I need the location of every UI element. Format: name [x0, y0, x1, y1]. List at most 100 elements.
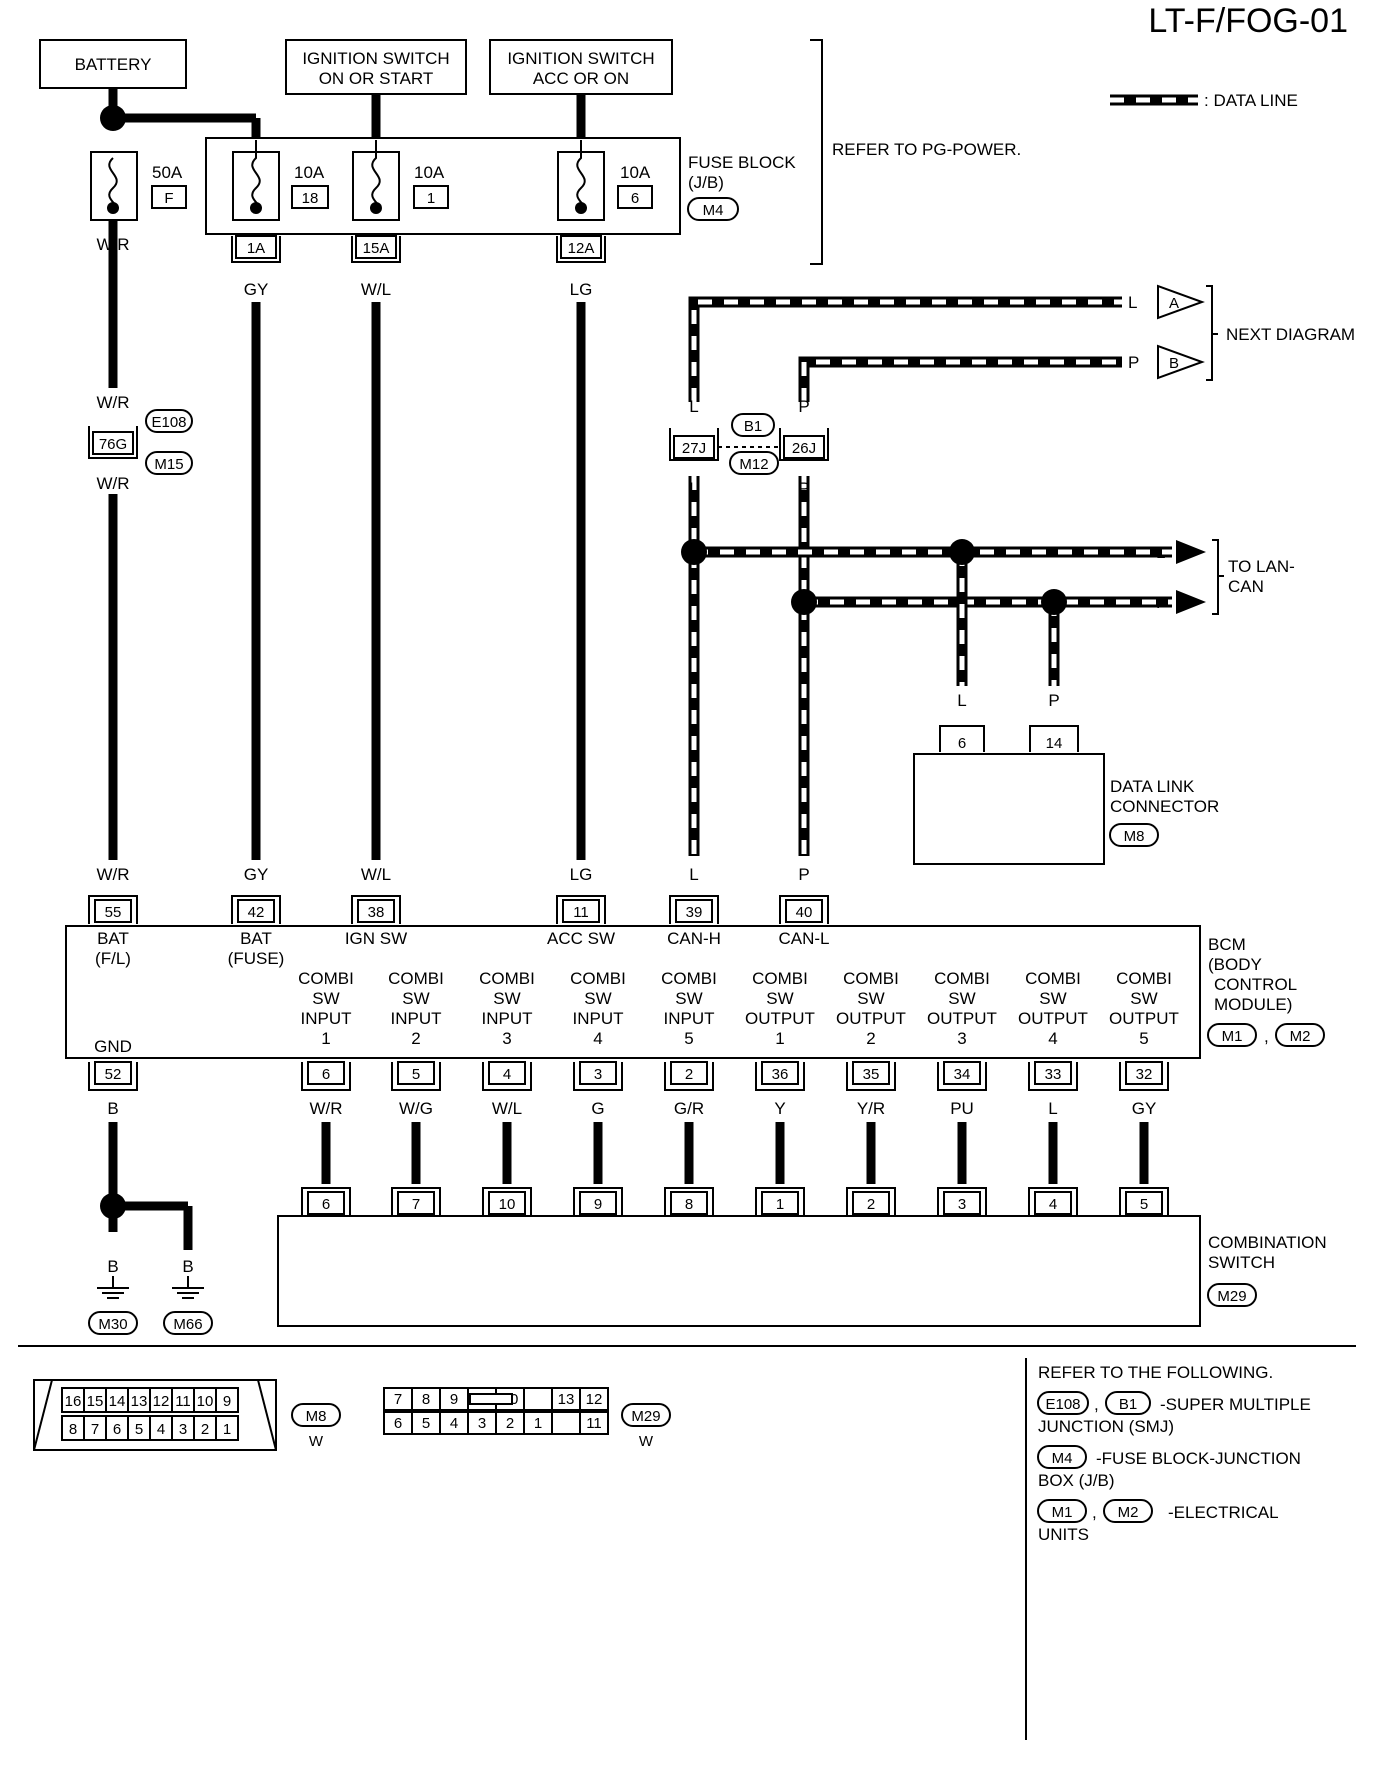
wire-color: B: [182, 1257, 193, 1276]
next-diagram-label: NEXT DIAGRAM: [1226, 325, 1355, 344]
bcm-pin-name: 4: [593, 1029, 602, 1048]
ignition-switch-on-start-box: IGNITION SWITCH ON OR START: [285, 39, 467, 95]
bcm-pin-name: 3: [502, 1029, 511, 1048]
wire-color: PU: [950, 1099, 974, 1118]
ref-separator: ,: [1094, 1395, 1099, 1414]
terminal-box: [488, 1061, 526, 1085]
bcm-pin-name: COMBI: [661, 969, 717, 988]
bcm-pin-name: SW: [584, 989, 611, 1008]
bcm-pin: 2: [685, 1066, 693, 1083]
m8-id: M8: [306, 1408, 327, 1425]
bcm-pin-name: 2: [411, 1029, 420, 1048]
wire-color: G: [591, 1099, 604, 1118]
combi-switch-pin: 2: [867, 1196, 875, 1213]
ref-text: -ELECTRICAL: [1168, 1503, 1279, 1522]
references-title: REFER TO THE FOLLOWING.: [1038, 1363, 1273, 1382]
bcm-pin-name: COMBI: [479, 969, 535, 988]
bcm-pin-name: CAN-H: [667, 929, 721, 948]
wire-color: W/G: [399, 1099, 433, 1118]
terminal-1a: 1A: [247, 240, 265, 257]
terminal-box: [670, 1061, 708, 1085]
m8-pin: 7: [91, 1421, 99, 1438]
wire-color: L: [689, 479, 698, 498]
bcm-pin-name: SW: [1130, 989, 1157, 1008]
wire-color: P: [1048, 691, 1059, 710]
terminal-bracket: [1119, 1187, 1169, 1216]
next-diagram-refs: L A P B NEXT DIAGRAM: [1128, 284, 1355, 381]
wire-color: G/R: [674, 1099, 704, 1118]
terminal-bracket: [482, 1062, 532, 1091]
m29-pin: 11: [586, 1415, 602, 1432]
fuse-block-terminals: 1A 15A 12A: [231, 235, 606, 263]
ign-on-start-line1: IGNITION SWITCH: [302, 49, 449, 68]
m29-pin: 2: [506, 1415, 514, 1432]
bcm-pin-name: SW: [402, 989, 429, 1008]
terminal-box: [761, 1191, 799, 1215]
next-ref-a: A: [1169, 295, 1179, 312]
terminal-bracket: [937, 1187, 987, 1216]
ign-acc-on-line1: IGNITION SWITCH: [507, 49, 654, 68]
bcm-pin-name: SW: [766, 989, 793, 1008]
m29-pin: 6: [394, 1415, 402, 1432]
bcm-pin: 39: [686, 904, 703, 921]
fuse-10a-6: 10A 6: [557, 140, 653, 221]
bcm-pin-name: INPUT: [573, 1009, 624, 1028]
combi-switch-pin: 9: [594, 1196, 602, 1213]
m29-pin: 13: [558, 1391, 575, 1408]
power-feed-wires: [100, 88, 586, 138]
bcm-pin: 35: [863, 1066, 880, 1083]
fuse-rating: 50A: [152, 163, 183, 182]
smj-connector-m15: M15: [154, 456, 183, 473]
terminal-bracket: [846, 1062, 896, 1091]
terminal-bracket: [391, 1062, 441, 1091]
wire-color: P: [1128, 353, 1139, 372]
bcm-pin-name: COMBI: [570, 969, 626, 988]
fuse-rating: 10A: [414, 163, 445, 182]
ref-text: -FUSE BLOCK-JUNCTION: [1096, 1449, 1301, 1468]
m29-color: W: [639, 1433, 654, 1450]
terminal-box: [943, 1191, 981, 1215]
ign-acc-on-line2: ACC OR ON: [533, 69, 629, 88]
wire-color: W/R: [96, 235, 129, 254]
bcm-pin-name: COMBI: [1025, 969, 1081, 988]
wire-color: GY: [244, 280, 269, 299]
wire-color: P: [798, 397, 809, 416]
ref-text: UNITS: [1038, 1525, 1089, 1544]
terminal-bracket: [1028, 1187, 1078, 1216]
m29-pin: 5: [422, 1415, 430, 1432]
m8-pin: 15: [87, 1393, 104, 1410]
ground-circuit: 52 B B B M30 M66: [88, 1061, 213, 1335]
m8-pin: 3: [179, 1421, 187, 1438]
terminal-bracket: [755, 1062, 805, 1091]
fuse-rating: 10A: [294, 163, 325, 182]
legend-label: : DATA LINE: [1204, 91, 1298, 110]
terminal-box: [488, 1191, 526, 1215]
fuse-rating: 10A: [620, 163, 651, 182]
wire-color: B: [107, 1257, 118, 1276]
bcm-connector-m1: M1: [1222, 1028, 1243, 1045]
terminal-bracket: [1028, 1062, 1078, 1091]
m29-cell: [579, 1411, 609, 1435]
m8-pin: 5: [135, 1421, 143, 1438]
bcm-pin-name: INPUT: [482, 1009, 533, 1028]
m29-pin: 9: [450, 1391, 458, 1408]
m8-pin: 10: [197, 1393, 214, 1410]
m8-pin: 11: [175, 1393, 191, 1410]
m8-pin: 12: [153, 1393, 170, 1410]
m8-cell: [215, 1387, 239, 1413]
battery-box: BATTERY: [39, 39, 187, 89]
smj-connector-e108: E108: [151, 414, 186, 431]
wire-color: L: [957, 691, 966, 710]
bcm-gnd-label: GND: [94, 1037, 132, 1056]
ref-separator: ,: [1092, 1503, 1097, 1522]
wire-color: W/R: [96, 865, 129, 884]
bcm-pin-name: 2: [866, 1029, 875, 1048]
to-lan-label-2: CAN: [1228, 577, 1264, 596]
wire-color: LG: [570, 865, 593, 884]
can-data-lines: [681, 296, 1172, 856]
bcm-pin-name: SW: [675, 989, 702, 1008]
fuse-block-connector: M4: [703, 202, 724, 219]
bcm-pin-name: SW: [493, 989, 520, 1008]
